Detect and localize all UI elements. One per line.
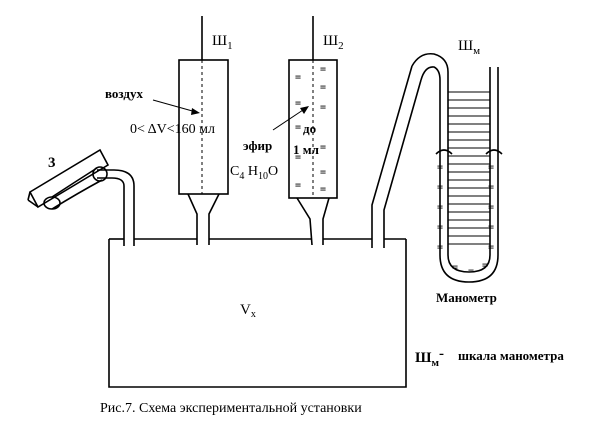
manometer-connecting-tube	[371, 52, 449, 239]
svg-text:=: =	[437, 222, 443, 233]
vessel-label: Vx	[240, 302, 256, 320]
svg-text:=: =	[488, 222, 494, 233]
svg-text:=: =	[488, 202, 494, 213]
up-to-label: до	[303, 121, 316, 136]
syringe-1	[178, 16, 229, 245]
legend-text: шкала манометра	[458, 348, 564, 363]
svg-text:=: =	[320, 184, 326, 195]
legend: Шм-	[415, 346, 444, 369]
syringe-2-label: Ш2	[323, 33, 344, 52]
ether-liquid-marks: = = = = = = = = = = =	[295, 64, 326, 195]
one-ml-label: 1 мл	[293, 142, 319, 157]
svg-text:=: =	[437, 182, 443, 193]
svg-text:=: =	[468, 266, 474, 277]
clamp-label: 3	[48, 155, 56, 171]
svg-text:=: =	[437, 242, 443, 253]
svg-text:=: =	[452, 262, 458, 273]
ether-label: эфир	[243, 138, 272, 153]
air-arrow	[152, 99, 200, 115]
svg-text:=: =	[295, 180, 301, 191]
left-tube	[97, 169, 135, 239]
svg-text:=: =	[295, 72, 301, 83]
ether-formula: C4 H10O	[230, 164, 278, 182]
syringe-2: = = = = = = = = = = =	[288, 16, 338, 246]
svg-text:=: =	[320, 64, 326, 75]
svg-text:=: =	[488, 242, 494, 253]
figure-caption: Рис.7. Схема экспериментальной установки	[100, 401, 362, 416]
svg-text:=: =	[295, 122, 301, 133]
air-label: воздух	[105, 86, 143, 101]
vessel-vx	[108, 238, 407, 388]
manometer-liquid-marks: = = = = = = = = = = = = =	[437, 162, 494, 277]
clamp-3	[27, 148, 110, 210]
svg-text:=: =	[320, 102, 326, 113]
svg-text:=: =	[488, 162, 494, 173]
manometer-scale-label: Шм	[458, 38, 480, 57]
volume-range-label: 0< ΔV<160 мл	[130, 122, 215, 137]
svg-text:=: =	[320, 167, 326, 178]
svg-text:=: =	[320, 82, 326, 93]
manometer-label: Манометр	[436, 290, 497, 305]
svg-text:=: =	[437, 162, 443, 173]
svg-text:=: =	[488, 182, 494, 193]
ether-arrow	[272, 106, 309, 131]
manometer-scale	[448, 91, 490, 245]
manometer: = = = = = = = = = = = = =	[435, 67, 503, 283]
svg-text:=: =	[295, 152, 301, 163]
svg-text:=: =	[295, 98, 301, 109]
svg-text:=: =	[320, 142, 326, 153]
svg-text:=: =	[437, 202, 443, 213]
syringe-1-label: Ш1	[212, 33, 233, 52]
svg-text:=: =	[482, 260, 488, 271]
